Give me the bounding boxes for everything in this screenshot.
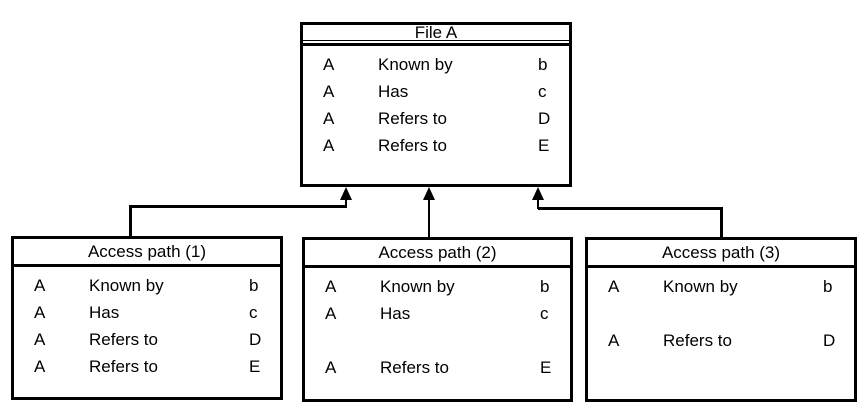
row-subject: A <box>323 109 335 128</box>
table-row: A Refers to E <box>303 132 569 159</box>
row-relation: Refers to <box>89 357 158 376</box>
row-relation <box>380 327 540 354</box>
access-path-2-title: Access path (2) <box>378 243 497 262</box>
row-object: D <box>823 331 836 350</box>
row-object: b <box>540 277 550 296</box>
access-path-1-title: Access path (1) <box>87 242 207 261</box>
row-subject: A <box>325 277 337 296</box>
row-object <box>823 300 854 327</box>
row-relation: Refers to <box>89 330 158 349</box>
connector-ap1-vertical-line <box>129 205 132 236</box>
row-relation <box>663 354 823 381</box>
row-object: c <box>540 304 549 323</box>
row-object <box>823 354 854 381</box>
row-subject: A <box>34 330 46 349</box>
row-relation: Refers to <box>663 331 732 350</box>
connector-ap3-horizontal-line <box>538 207 723 210</box>
table-row: A Refers to D <box>14 326 280 353</box>
connector-ap3-arrow-stem <box>537 198 539 209</box>
row-relation: Refers to <box>378 109 447 128</box>
row-relation: Known by <box>380 277 455 296</box>
row-subject: A <box>34 357 46 376</box>
row-object: c <box>538 82 547 101</box>
access-path-2-box: Access path (2) A Known by b A Has c A R… <box>302 237 573 402</box>
row-subject: A <box>325 358 337 377</box>
table-row: A Has c <box>305 300 570 327</box>
table-row: A Has c <box>14 299 280 326</box>
table-row: A Known by b <box>588 273 854 300</box>
row-relation: Known by <box>378 55 453 74</box>
row-object: E <box>249 357 261 376</box>
title-separator-line <box>303 43 569 46</box>
row-relation: Refers to <box>380 358 449 377</box>
row-relation: Refers to <box>378 136 447 155</box>
row-object: D <box>249 330 262 349</box>
row-subject: A <box>34 276 46 295</box>
row-subject <box>608 300 663 327</box>
file-a-rows: A Known by b A Has c A Refers to D A Ref… <box>303 46 569 159</box>
row-object: E <box>540 358 552 377</box>
table-row-blank <box>305 327 570 354</box>
arrowhead-up-icon <box>532 187 544 200</box>
row-object: c <box>249 303 258 322</box>
row-subject: A <box>608 331 620 350</box>
access-path-3-title: Access path (3) <box>661 243 781 262</box>
table-row: A Refers to E <box>14 353 280 380</box>
row-subject: A <box>323 55 335 74</box>
table-row-blank <box>588 300 854 327</box>
table-row: A Known by b <box>305 273 570 300</box>
access-path-3-rows: A Known by b A Refers to D <box>588 268 854 381</box>
table-row: A Refers to E <box>305 354 570 381</box>
row-object: b <box>249 276 259 295</box>
row-object: b <box>538 55 548 74</box>
row-subject <box>608 354 663 381</box>
connector-ap1-horizontal-line <box>129 205 347 208</box>
title-separator-line <box>588 265 854 268</box>
access-path-2-rows: A Known by b A Has c A Refers to E <box>305 268 570 381</box>
file-a-box: File A A Known by b A Has c A Refers to … <box>300 22 572 187</box>
row-relation <box>663 300 823 327</box>
arrowhead-up-icon <box>340 187 352 200</box>
title-separator-line <box>305 265 570 268</box>
row-object: D <box>538 109 551 128</box>
row-relation: Has <box>378 82 409 101</box>
row-relation: Has <box>380 304 411 323</box>
file-a-title: File A <box>303 25 569 41</box>
access-path-1-box: Access path (1) A Known by b A Has c A R… <box>11 236 283 400</box>
row-subject: A <box>34 303 46 322</box>
arrowhead-up-icon <box>423 187 435 200</box>
row-subject: A <box>323 82 335 101</box>
connector-ap3-vertical-line <box>720 207 723 237</box>
table-row: A Refers to D <box>303 105 569 132</box>
table-row: A Has c <box>303 78 569 105</box>
row-object: E <box>538 136 550 155</box>
row-subject <box>325 327 380 354</box>
access-path-3-box: Access path (3) A Known by b A Refers to… <box>585 237 857 402</box>
row-relation: Known by <box>89 276 164 295</box>
row-object: b <box>823 277 833 296</box>
connector-ap1-arrow-stem <box>345 198 347 207</box>
row-object <box>540 327 570 354</box>
row-subject: A <box>323 136 335 155</box>
table-row: A Refers to D <box>588 327 854 354</box>
row-relation: Known by <box>663 277 738 296</box>
row-subject: A <box>608 277 620 296</box>
title-separator-line <box>14 264 280 267</box>
table-row: A Known by b <box>14 272 280 299</box>
row-subject: A <box>325 304 337 323</box>
table-row: A Known by b <box>303 51 569 78</box>
row-relation: Has <box>89 303 120 322</box>
table-row-blank <box>588 354 854 381</box>
access-path-1-rows: A Known by b A Has c A Refers to D A Ref… <box>14 267 280 380</box>
connector-ap2-arrow-stem <box>428 198 430 237</box>
